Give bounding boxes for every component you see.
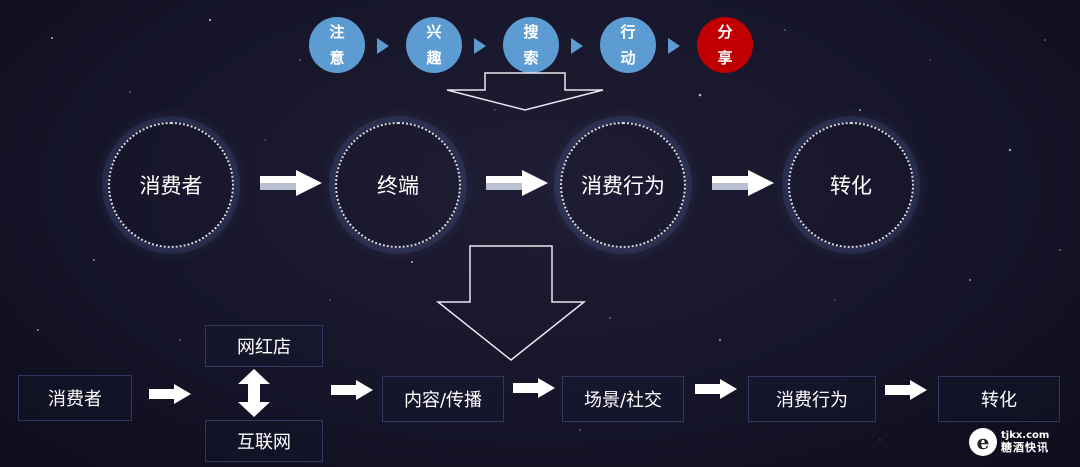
watermark-name: 糖酒快讯: [1001, 441, 1049, 454]
funnel-step-share-char1: 分: [717, 23, 733, 41]
circle-arrow-2: [486, 170, 548, 196]
funnel-step-attention-char2: 意: [329, 49, 345, 67]
funnel-arrow-2: [474, 38, 486, 54]
flow-consumer: 消费者: [18, 375, 132, 421]
funnel-step-attention: 注 意: [309, 17, 365, 73]
bidirectional-arrow: [238, 369, 270, 417]
funnel-step-action-char1: 行: [620, 23, 636, 41]
flow-scene-label: 场景/社交: [583, 390, 663, 411]
funnel-step-search-char1: 搜: [523, 23, 539, 41]
flow-channel-online: 互联网: [205, 420, 323, 462]
funnel-step-interest-char1: 兴: [426, 23, 442, 41]
funnel-step-interest: 兴 趣: [406, 17, 462, 73]
flow-consumer-behavior-label: 消费行为: [776, 390, 848, 411]
flow-channel-offline: 网红店: [205, 325, 323, 367]
flow-consumer-label: 消费者: [48, 389, 102, 410]
circle-consumer-label: 消费者: [139, 174, 203, 198]
flow-content: 内容/传播: [382, 376, 504, 422]
flow-arrow-1: [149, 384, 191, 404]
funnel-down-arrow: [446, 72, 604, 111]
funnel-step-interest-char2: 趣: [426, 49, 442, 67]
flow-arrow-2: [331, 380, 373, 400]
circle-conversion-label: 转化: [830, 174, 872, 198]
flow-consumer-behavior: 消费行为: [748, 376, 876, 422]
funnel-arrow-1: [377, 38, 389, 54]
flow-arrow-3: [513, 378, 555, 398]
funnel-step-attention-char1: 注: [329, 23, 345, 41]
funnel-step-action-char2: 动: [620, 49, 636, 67]
funnel-step-share: 分 享: [697, 17, 753, 73]
circle-arrow-1: [260, 170, 322, 196]
circle-conversion: 转化: [788, 122, 914, 248]
main-down-arrow: [435, 245, 587, 361]
flow-scene: 场景/社交: [562, 376, 684, 422]
circle-consumer-behavior: 消费行为: [560, 122, 686, 248]
flow-channel-online-label: 互联网: [237, 432, 291, 453]
flow-content-label: 内容/传播: [403, 390, 483, 411]
flow-conversion-label: 转化: [981, 390, 1017, 411]
watermark-text: tjkx.com 糖酒快讯: [1001, 430, 1049, 454]
circle-consumer: 消费者: [108, 122, 234, 248]
funnel-step-search: 搜 索: [503, 17, 559, 73]
funnel-arrow-3: [571, 38, 583, 54]
funnel-step-share-char2: 享: [717, 49, 733, 67]
flow-conversion: 转化: [938, 376, 1060, 422]
funnel-step-action: 行 动: [600, 17, 656, 73]
circle-terminal-label: 终端: [377, 174, 419, 198]
circle-consumer-behavior-label: 消费行为: [581, 174, 665, 198]
flow-arrow-5: [885, 380, 927, 400]
watermark-url: tjkx.com: [1001, 430, 1050, 441]
circle-arrow-3: [712, 170, 774, 196]
flow-arrow-4: [695, 379, 737, 399]
circle-terminal: 终端: [335, 122, 461, 248]
watermark: e tjkx.com 糖酒快讯: [969, 428, 1049, 456]
funnel-arrow-4: [668, 38, 680, 54]
watermark-logo: e: [969, 428, 997, 456]
flow-channel-offline-label: 网红店: [237, 337, 291, 358]
funnel-step-search-char2: 索: [523, 49, 539, 67]
